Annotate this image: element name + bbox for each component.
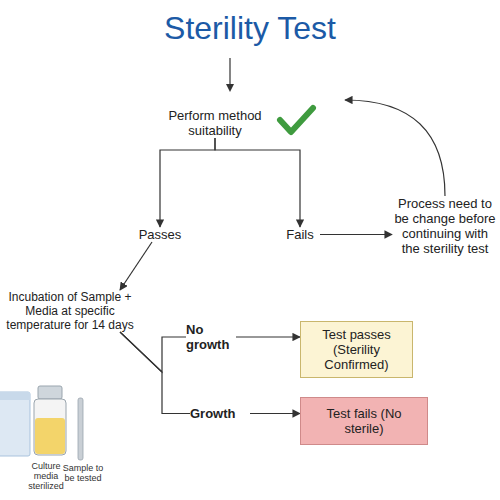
node-text: Incubation of Sample + Media at specific… [0,290,140,332]
bag-seal [0,392,30,400]
culture-media [35,418,65,454]
diagram-title: Sterility Test [0,10,500,47]
node-text: Growth [190,406,250,421]
outcome-text: Fails [280,227,320,242]
connector-arrow [120,332,190,414]
sample-swab [78,398,83,460]
check-mark [280,108,313,132]
process-step: Incubation of Sample + Media at specific… [0,290,140,332]
connector-arrow [120,242,152,290]
node-text: Process need to be change before continu… [392,196,498,256]
bottle-cap [38,386,62,399]
outcome-text: Passes [135,227,185,242]
process-note: Process need to be change before continu… [392,196,498,256]
connector-arrow [160,138,215,227]
connector-arrow [120,332,186,372]
node-text: Test passes (Sterility Confirmed) [307,327,406,372]
process-step: Perform method suitability [160,96,345,138]
node-text: Test fails (No sterile) [307,406,421,436]
node-text: Perform method suitability [160,108,270,138]
connector-arrow [236,336,300,337]
result-text: Growth [190,406,250,421]
result-box: Test passes (Sterility Confirmed) [300,321,413,378]
node-text: No growth [186,322,236,352]
node-text: Fails [280,227,320,242]
arrow-head [226,84,234,92]
sample-bag [0,392,30,456]
media-bottle [34,399,66,455]
result-box: Test fails (No sterile) [300,397,428,445]
connector-arrow [250,413,300,414]
connector-arrow [345,100,445,196]
connector-arrow [215,138,300,227]
illustration-label: Sample to be tested [62,463,104,483]
node-text: Passes [135,227,185,242]
connector-arrow [320,234,392,235]
result-text: No growth [186,322,236,352]
